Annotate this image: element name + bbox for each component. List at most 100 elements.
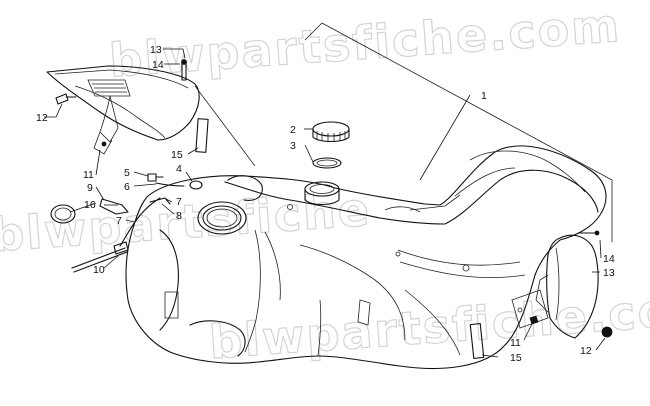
tank-front-contour-2 (264, 231, 281, 301)
tank-mount-hole (462, 264, 470, 272)
right-mount-plate (511, 289, 549, 329)
leader-15a (187, 147, 199, 155)
watermark-top: blwpartsfiche.com (108, 0, 623, 88)
tank-upper-rim (224, 181, 446, 225)
tank-slot (357, 299, 371, 326)
leader-12a (44, 103, 63, 118)
callout-13-left: 13 (150, 44, 162, 56)
fuel-cap-top (312, 121, 350, 137)
callout-1: 1 (481, 90, 487, 102)
callout-4: 4 (176, 163, 182, 175)
leader-7b (165, 198, 173, 203)
leader-13a (163, 48, 186, 59)
fuel-cap-side (312, 128, 350, 143)
leader-12b (595, 337, 606, 351)
leader-5 (133, 171, 149, 177)
left-pad-15 (195, 118, 209, 153)
callout-12-left: 12 (36, 112, 48, 124)
right-pad-15 (469, 323, 485, 359)
callout-10: 10 (93, 264, 105, 276)
callout-16: 16 (84, 199, 96, 211)
callout-15-right: 15 (510, 352, 522, 364)
right-panel-shell (546, 234, 599, 339)
tank-front-hump (227, 175, 263, 201)
right-panel-bracket (535, 274, 549, 313)
pump-flange-core (206, 208, 238, 228)
tank-nipple (287, 204, 293, 210)
rod-10 (71, 247, 126, 269)
right-mount-hole (517, 307, 523, 313)
fitting-5 (147, 173, 157, 182)
tank-rear-step (454, 167, 516, 197)
callout-5: 5 (124, 167, 130, 179)
leader-11b (523, 323, 533, 341)
callout-2: 2 (290, 124, 296, 136)
fuel-cap-gasket (312, 157, 342, 169)
left-panel-rib (74, 85, 166, 139)
leader-14b (599, 239, 602, 259)
leader-15b (481, 354, 499, 358)
clamp-ring-16 (50, 204, 76, 224)
tank-outline (125, 145, 607, 370)
clamp-8 (149, 197, 171, 205)
tank-front-contour (244, 229, 261, 353)
left-panel-nut (101, 141, 107, 147)
callout-13-right: 13 (603, 267, 615, 279)
rod-10-end (113, 241, 129, 255)
fuel-tank (125, 145, 607, 370)
hose-7 (119, 197, 161, 247)
leader-4 (185, 171, 193, 182)
hose-fittings (50, 173, 203, 273)
right-pushpin-12 (601, 326, 613, 338)
leader-3 (304, 144, 314, 163)
fuel-cap-gasket-inner (316, 159, 338, 167)
callout-14-right: 14 (603, 253, 615, 265)
right-mount-nut-11 (529, 315, 539, 325)
callout-14-left: 14 (152, 59, 164, 71)
leader-lines (44, 48, 606, 358)
right-side-panel (469, 230, 613, 359)
leader-10 (103, 255, 119, 269)
callout-11-right: 11 (510, 337, 521, 349)
tank-center-contour (317, 299, 322, 357)
tank-lower-crease (404, 289, 461, 356)
leader-16 (69, 202, 97, 213)
callout-3: 3 (290, 140, 296, 152)
left-panel-shell (46, 65, 200, 141)
tank-side-line-2 (399, 261, 526, 279)
tank-saddle (384, 206, 421, 213)
watermark-layer: blwpartsfiche.com blwpartsfiche blwparts… (0, 0, 650, 370)
fuel-cap-group (312, 121, 350, 169)
callout-11-left: 11 (83, 169, 94, 181)
callout-7-right: 7 (176, 196, 182, 208)
tank-left-recess (164, 291, 179, 319)
leader-8 (161, 203, 175, 215)
tank-rear-edge (409, 194, 461, 211)
assembly-bracket (304, 22, 613, 242)
panel-guide-line (194, 85, 256, 167)
left-panel-vent (87, 79, 131, 97)
tank-left-contour (159, 229, 179, 331)
filler-neck-inner (309, 184, 335, 194)
pump-flange-inner (202, 205, 242, 231)
left-panel-clip (93, 131, 113, 155)
callout-9: 9 (87, 182, 93, 194)
elbow-9 (99, 198, 129, 215)
right-panel-edge (555, 247, 560, 321)
leader-1 (419, 94, 471, 181)
hose-6 (155, 182, 185, 187)
tank-side-line (397, 249, 521, 266)
tank-rear-ridge (444, 169, 599, 225)
rod-10-edge (73, 251, 128, 273)
left-panel-bracket (99, 95, 119, 143)
tank-side-crease (299, 244, 406, 341)
left-pushpin-12 (55, 93, 69, 105)
callout-8: 8 (176, 210, 182, 222)
callout-labels: 13 14 12 11 15 2 3 4 5 6 7 8 9 16 7 10 1… (36, 44, 615, 364)
clamp-ring-16-inner (54, 207, 72, 221)
leader-11a (95, 149, 101, 176)
leader-7a (125, 219, 135, 223)
leader-6 (133, 183, 157, 187)
